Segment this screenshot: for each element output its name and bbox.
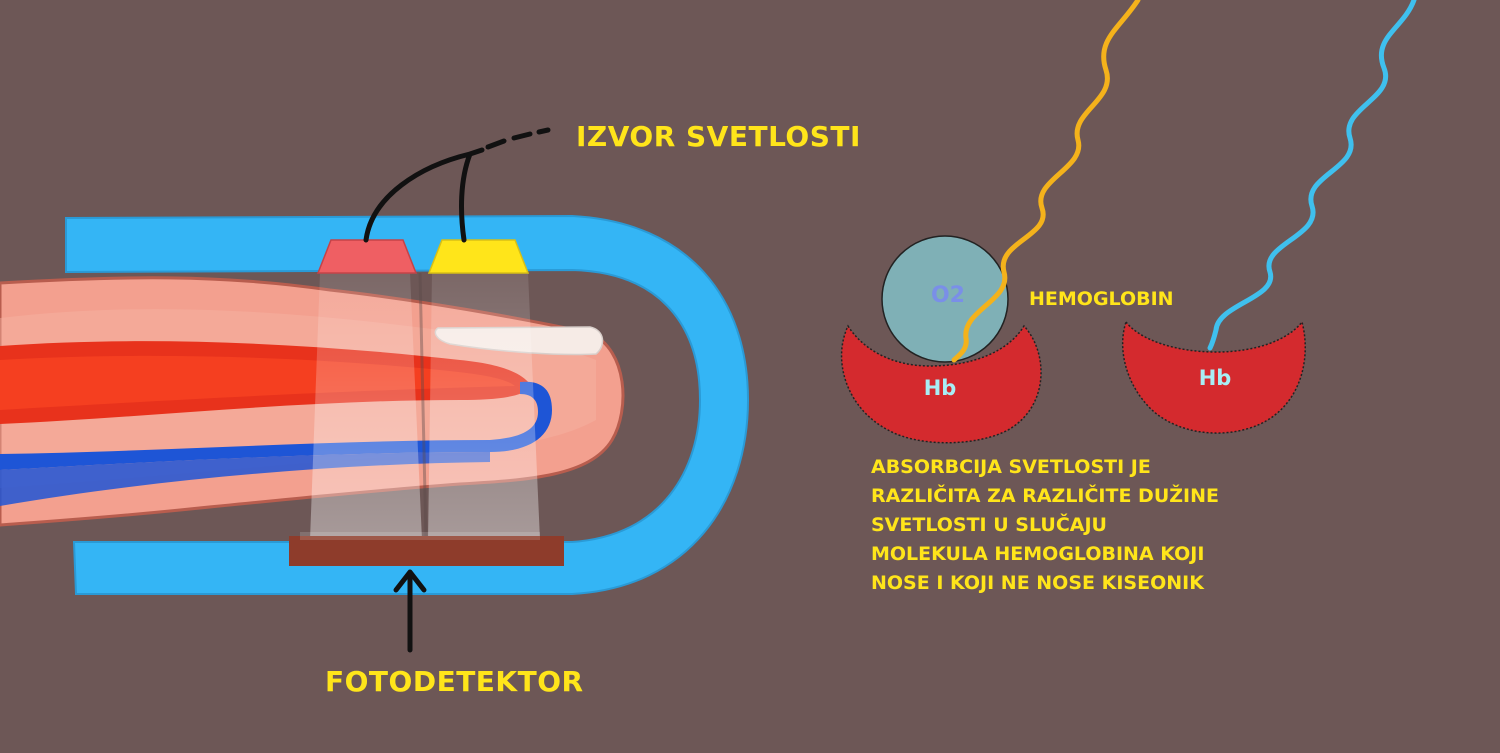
light-source-label: IZVOR SVETLOSTI (576, 120, 861, 153)
caption-line: RAZLIČITA ZA RAZLIČITE DUŽINE (871, 485, 1219, 507)
photodetector (289, 536, 564, 566)
caption-line: MOLEKULA HEMOGLOBINA KOJI (871, 543, 1205, 565)
photodetector-label: FOTODETEKTOR (325, 665, 584, 698)
hemoglobin-label: HEMOGLOBIN (1029, 288, 1174, 310)
hemoglobin-deoxygenated (1121, 320, 1306, 434)
caption-line: ABSORBCIJA SVETLOSTI JE (871, 456, 1151, 478)
hemoglobin-oxygenated (840, 324, 1042, 444)
light-wave-blue (1207, 0, 1417, 351)
led-yellow (427, 239, 530, 274)
absorption-caption: ABSORBCIJA SVETLOSTI JE RAZLIČITA ZA RAZ… (871, 453, 1219, 598)
oxygen-molecule (881, 235, 1009, 363)
clip-housing (65, 214, 750, 595)
light-beam-red (310, 273, 422, 540)
caption-line: SVETLOSTI U SLUČAJU (871, 514, 1107, 536)
light-beam-yellow (428, 273, 540, 540)
light-wave-yellow (951, 0, 1141, 363)
light-source-pointer (363, 147, 485, 243)
hb-label-deoxygenated: Hb (1199, 366, 1232, 390)
led-red (316, 239, 418, 274)
caption-line: NOSE I KOJI NE NOSE KISEONIK (871, 572, 1204, 594)
oxygen-label: O2 (931, 283, 965, 308)
hb-label-oxygenated: Hb (924, 376, 957, 400)
arrow-up-icon (393, 569, 427, 653)
